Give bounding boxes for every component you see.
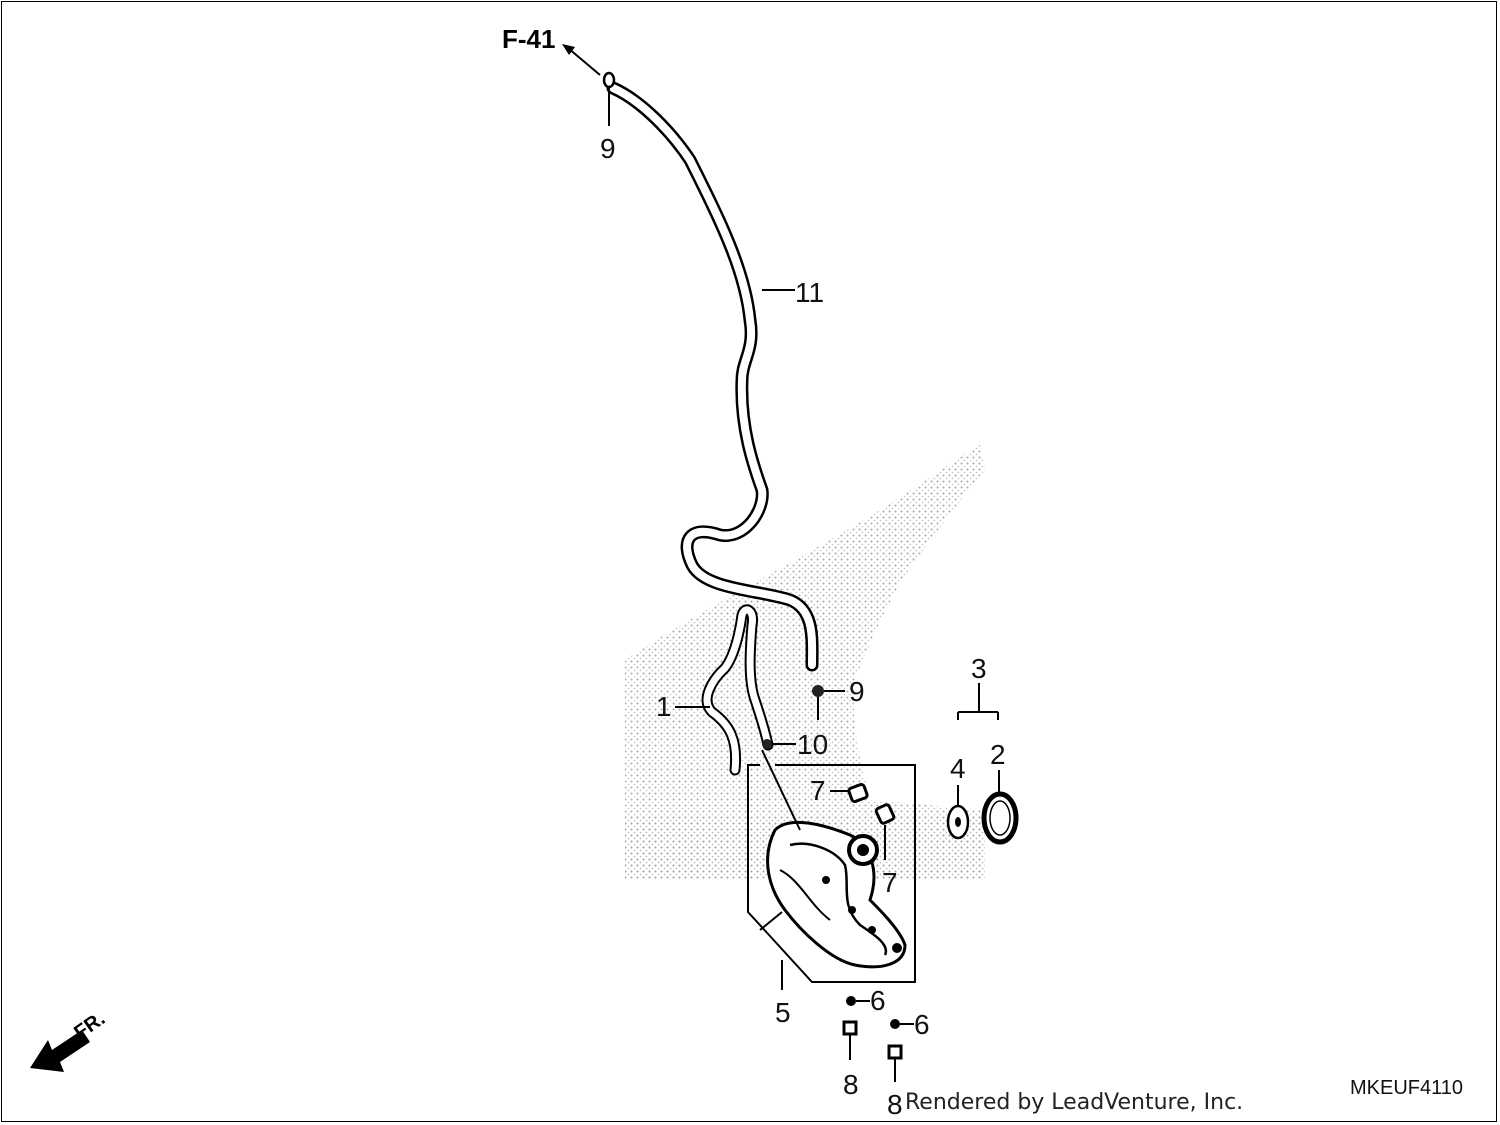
assembly-box-5 — [747, 764, 916, 983]
callout-5: 5 — [775, 997, 791, 1028]
callout-4: 4 — [950, 753, 966, 784]
kit-bracket-3 — [957, 683, 999, 720]
callout-9-lower: 9 — [849, 676, 865, 707]
callout-3: 3 — [971, 653, 987, 684]
render-watermark: Rendered by LeadVenture, Inc. — [905, 1090, 1244, 1115]
leader-lines — [567, 47, 1000, 1025]
callout-7-lower: 7 — [882, 867, 898, 898]
hose-clip-top — [602, 71, 616, 89]
callout-6-left: 6 — [870, 985, 886, 1016]
reference-label: F-41 — [502, 24, 555, 54]
front-direction-arrow: FR. — [30, 1008, 109, 1072]
callout-9-top: 9 — [600, 133, 616, 164]
engine-ghost-outline — [625, 445, 985, 880]
callout-11: 11 — [795, 277, 824, 308]
breather-tube — [606, 81, 819, 672]
short-hose — [701, 604, 774, 776]
callout-1: 1 — [656, 691, 672, 722]
callout-7-upper: 7 — [810, 775, 826, 806]
o-ring-7b — [874, 803, 896, 825]
cover-housing — [766, 820, 907, 969]
hose-clip-lower — [812, 685, 824, 697]
seal-2 — [981, 791, 1019, 845]
washer-4 — [946, 804, 970, 840]
callout-10: 10 — [797, 729, 828, 760]
bolt-8b — [887, 1019, 903, 1082]
callout-6-right: 6 — [914, 1009, 930, 1040]
diagram-code: MKEUF4110 — [1350, 1077, 1463, 1099]
callout-8-left: 8 — [843, 1069, 859, 1100]
hose-clip-10 — [762, 739, 772, 749]
o-ring-7a — [847, 783, 869, 803]
bolt-8a — [842, 996, 858, 1060]
callout-8-right: 8 — [887, 1089, 903, 1120]
reference-arrowhead — [562, 44, 575, 55]
callout-2: 2 — [990, 739, 1006, 770]
